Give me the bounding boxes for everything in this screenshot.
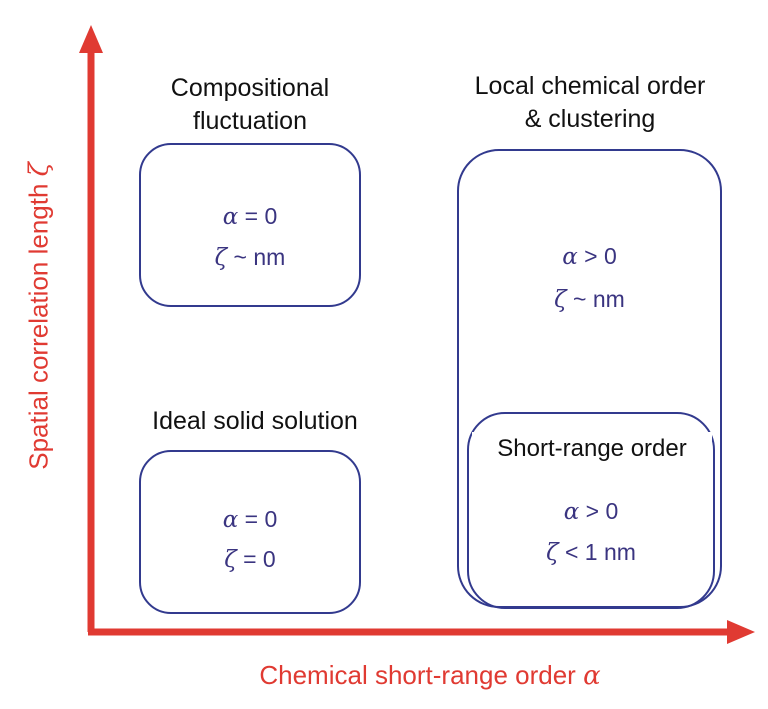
y-axis-arrowhead <box>79 25 103 53</box>
ideal-zeta-relation: = 0 <box>243 546 276 572</box>
compositional-zeta-relation: ~ nm <box>233 244 286 270</box>
ideal-alpha: α = 0 <box>139 508 361 532</box>
compositional-zeta: ζ ~ nm <box>139 246 361 270</box>
ideal-box <box>139 450 361 614</box>
ideal-zeta: ζ = 0 <box>139 548 361 572</box>
local-order-alpha: α > 0 <box>457 245 722 269</box>
local-order-zeta-relation: ~ nm <box>573 286 625 312</box>
compositional-heading-line2: fluctuation <box>193 107 307 135</box>
compositional-alpha: α = 0 <box>139 205 361 229</box>
ideal-alpha-symbol: α <box>222 507 239 533</box>
short-range-zeta: ζ < 1 nm <box>467 541 715 565</box>
x-axis-arrowhead <box>727 620 755 644</box>
local-order-zeta: ζ ~ nm <box>457 288 722 312</box>
ideal-zeta-symbol: ζ <box>224 547 237 573</box>
short-range-zeta-symbol: ζ <box>546 540 559 566</box>
local-order-heading: Local chemical order & clustering <box>425 70 755 136</box>
compositional-heading: Compositional fluctuation <box>125 72 375 138</box>
y-axis-label: Spatial correlation length ζ <box>24 162 55 470</box>
x-axis-symbol: α <box>583 661 601 691</box>
ideal-alpha-relation: = 0 <box>244 506 278 532</box>
compositional-zeta-symbol: ζ <box>214 245 228 271</box>
x-axis-label: Chemical short-range order α <box>0 660 768 691</box>
short-range-heading-text: Short-range order <box>497 435 687 462</box>
local-order-heading-line1: Local chemical order <box>474 72 706 100</box>
local-order-zeta-symbol: ζ <box>554 287 567 313</box>
short-range-heading: Short-range order <box>472 432 712 465</box>
local-order-heading-line2: & clustering <box>524 105 656 133</box>
x-axis-label-text: Chemical short-range order <box>259 660 576 690</box>
compositional-heading-line1: Compositional <box>170 74 330 102</box>
short-range-alpha-relation: > 0 <box>585 498 619 524</box>
compositional-alpha-relation: = 0 <box>244 203 278 229</box>
ideal-heading-text: Ideal solid solution <box>152 407 358 435</box>
y-axis-label-text: Spatial correlation length <box>23 183 54 470</box>
short-range-alpha: α > 0 <box>467 500 715 524</box>
local-order-alpha-relation: > 0 <box>584 243 617 269</box>
short-range-alpha-symbol: α <box>563 499 580 525</box>
compositional-box <box>139 143 361 307</box>
local-order-alpha-symbol: α <box>562 244 578 270</box>
y-axis-symbol: ζ <box>24 162 55 177</box>
short-range-zeta-relation: < 1 nm <box>564 539 636 565</box>
short-range-box <box>467 412 715 609</box>
ideal-heading: Ideal solid solution <box>110 405 400 438</box>
compositional-alpha-symbol: α <box>222 204 239 230</box>
